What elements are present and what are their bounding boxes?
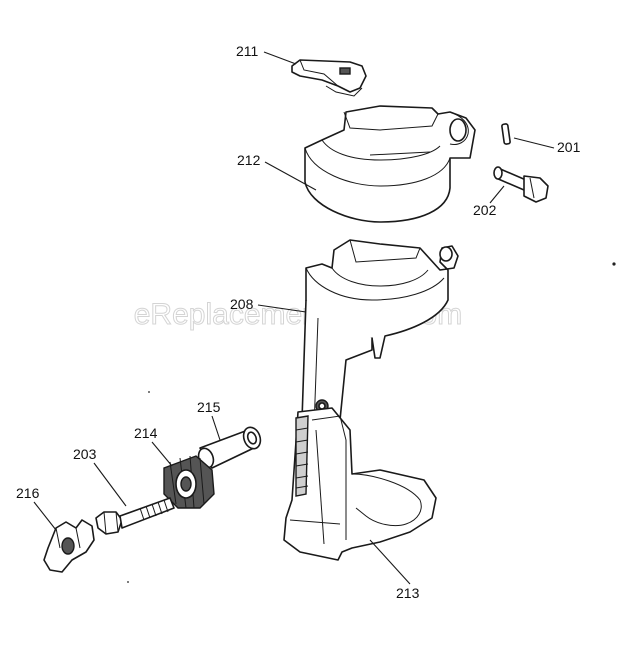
svg-text:208: 208 [230, 296, 254, 312]
label-214: 214 [134, 425, 173, 467]
svg-text:202: 202 [473, 202, 497, 218]
label-213: 213 [369, 539, 420, 601]
label-208: 208 [230, 296, 307, 313]
part-213-base-foot[interactable] [283, 407, 437, 561]
label-215: 215 [197, 399, 221, 441]
svg-text:215: 215 [197, 399, 221, 415]
svg-text:213: 213 [396, 585, 420, 601]
svg-text:201: 201 [557, 139, 581, 155]
label-203: 203 [73, 446, 127, 507]
svg-text:212: 212 [237, 152, 261, 168]
label-216: 216 [16, 485, 57, 531]
scan-speck [612, 262, 616, 266]
scan-speck [127, 581, 129, 583]
svg-text:214: 214 [134, 425, 158, 441]
scan-speck [148, 391, 150, 393]
part-215-sleeve[interactable] [196, 425, 263, 470]
part-202-bolt[interactable] [493, 166, 549, 203]
part-214-knob[interactable] [163, 455, 215, 509]
part-203-hex-bolt[interactable] [95, 497, 175, 535]
part-216-wing-nut[interactable] [43, 519, 95, 573]
part-211-clip[interactable] [291, 59, 367, 97]
label-202: 202 [473, 185, 505, 218]
label-212: 212 [237, 152, 317, 191]
part-201-pin[interactable] [501, 123, 511, 145]
svg-text:216: 216 [16, 485, 40, 501]
svg-text:211: 211 [236, 43, 259, 59]
svg-text:203: 203 [73, 446, 97, 462]
label-201: 201 [513, 137, 581, 155]
part-208-column-bracket[interactable] [301, 239, 459, 436]
label-211: 211 [236, 43, 297, 65]
part-212-clamp-ring[interactable] [304, 105, 476, 223]
